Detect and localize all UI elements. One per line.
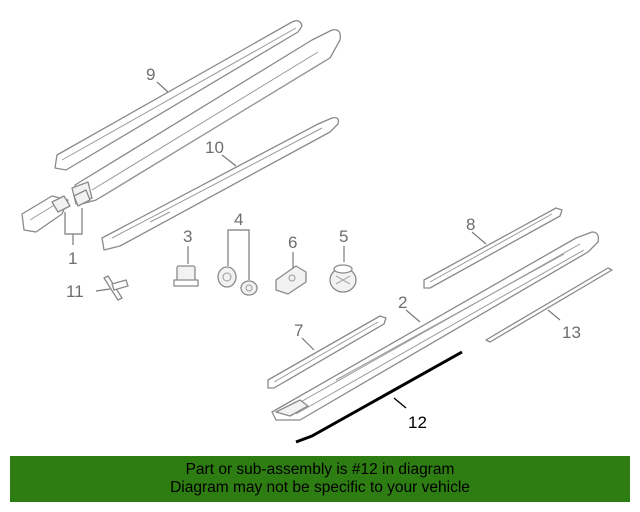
part-12-weatherstrip <box>295 350 463 444</box>
part-11-pin <box>103 275 129 301</box>
callout-3: 3 <box>183 227 192 246</box>
part-4-clips <box>217 266 258 296</box>
part-10-lower-trim <box>101 116 340 251</box>
callout-7: 7 <box>294 321 303 340</box>
callout-9: 9 <box>146 65 155 84</box>
callout-8: 8 <box>466 215 475 234</box>
banner-line-2: Diagram may not be specific to your vehi… <box>170 479 470 496</box>
callout-1: 1 <box>68 249 77 268</box>
part-7-molding <box>267 315 387 389</box>
part-1-bracket <box>21 189 91 233</box>
callout-2: 2 <box>398 293 407 312</box>
callout-10: 10 <box>205 138 224 157</box>
banner-line-1: Part or sub-assembly is #12 in diagram <box>185 461 455 478</box>
part-8-molding <box>423 207 563 289</box>
callout-6: 6 <box>288 233 297 252</box>
part-9-upper-trim <box>54 20 303 171</box>
leader-lines <box>64 81 561 409</box>
part-3-clip <box>173 265 199 287</box>
part-6-clip <box>275 265 307 295</box>
info-banner: Part or sub-assembly is #12 in diagram D… <box>10 456 630 502</box>
callout-5: 5 <box>339 227 348 246</box>
part-13-strip <box>485 267 613 343</box>
callout-4: 4 <box>234 210 243 229</box>
parts-diagram: 9 10 3 4 6 5 8 2 7 13 11 1 12 <box>21 20 613 444</box>
part-sill-panel <box>71 29 341 206</box>
callout-11: 11 <box>66 282 84 301</box>
part-5-fastener <box>329 264 357 293</box>
callout-13: 13 <box>562 323 581 342</box>
callout-12: 12 <box>408 413 427 432</box>
part-2-rocker-panel <box>271 231 600 421</box>
callouts: 9 10 3 4 6 5 8 2 7 13 11 1 12 <box>66 65 581 432</box>
